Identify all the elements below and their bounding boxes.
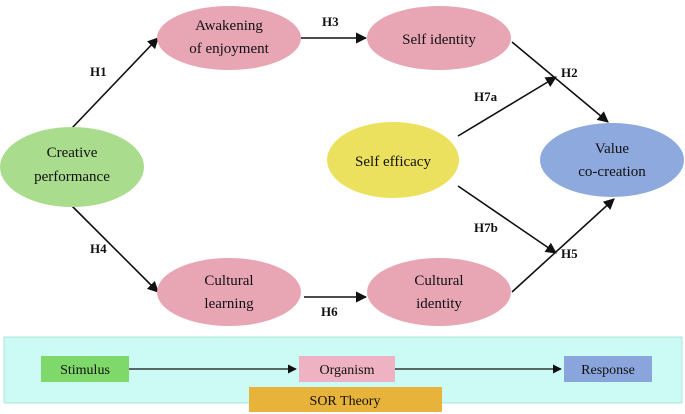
arrow-creative-to-awakening bbox=[71, 37, 159, 129]
node-awakening-of-enjoyment: Awakening of enjoyment bbox=[157, 6, 301, 70]
hypothesis-labels: H1 H3 H2 H7a H7b H4 H5 H6 bbox=[90, 14, 578, 319]
node-label-line-1: Creative bbox=[47, 145, 98, 161]
node-label-line-2: learning bbox=[204, 296, 254, 312]
node-cultural-identity: Cultural identity bbox=[367, 258, 511, 326]
node-label: Self identity bbox=[402, 32, 476, 48]
arrow-self-identity-to-value bbox=[511, 41, 609, 123]
label-h2: H2 bbox=[561, 65, 578, 80]
sor-stimulus-box: Stimulus bbox=[41, 356, 129, 382]
label-h7a: H7a bbox=[474, 89, 498, 104]
label-h5: H5 bbox=[561, 246, 578, 261]
arrow-self-efficacy-to-h2-path bbox=[457, 76, 557, 137]
node-label-line-1: Cultural bbox=[204, 273, 253, 289]
label-h1: H1 bbox=[90, 64, 107, 79]
sor-organism-label: Organism bbox=[320, 363, 375, 378]
sor-organism-box: Organism bbox=[299, 356, 395, 382]
node-cultural-learning: Cultural learning bbox=[157, 258, 301, 326]
node-label-line-2: of enjoyment bbox=[189, 41, 269, 57]
node-label-line-2: co-creation bbox=[578, 164, 646, 180]
label-h6: H6 bbox=[321, 304, 338, 319]
node-label-line-2: performance bbox=[34, 169, 110, 185]
label-h4: H4 bbox=[90, 241, 107, 256]
sor-framework-panel: Stimulus Organism Response SOR Theory bbox=[3, 336, 683, 412]
node-label-line-1: Awakening bbox=[195, 18, 263, 34]
node-label-line-2: identity bbox=[416, 296, 462, 312]
arrow-cultural-identity-to-value bbox=[511, 198, 615, 293]
sor-theory-box: SOR Theory bbox=[249, 387, 442, 412]
sor-stimulus-label: Stimulus bbox=[60, 363, 110, 378]
node-label-line-1: Cultural bbox=[414, 273, 463, 289]
sor-theory-label: SOR Theory bbox=[310, 394, 381, 409]
node-self-efficacy: Self efficacy bbox=[327, 122, 459, 198]
connectors bbox=[71, 32, 615, 303]
arrow-self-efficacy-to-h5-path bbox=[457, 185, 557, 254]
node-value-co-creation: Value co-creation bbox=[540, 123, 684, 197]
arrow-creative-to-cultural-learning bbox=[71, 205, 159, 293]
sor-response-label: Response bbox=[581, 363, 635, 378]
node-self-identity: Self identity bbox=[367, 6, 511, 70]
node-label-line-1: Value bbox=[595, 141, 629, 157]
label-h7b: H7b bbox=[474, 220, 498, 235]
label-h3: H3 bbox=[322, 14, 339, 29]
node-creative-performance: Creative performance bbox=[0, 127, 144, 207]
sor-response-box: Response bbox=[564, 356, 652, 382]
node-label: Self efficacy bbox=[355, 154, 431, 170]
